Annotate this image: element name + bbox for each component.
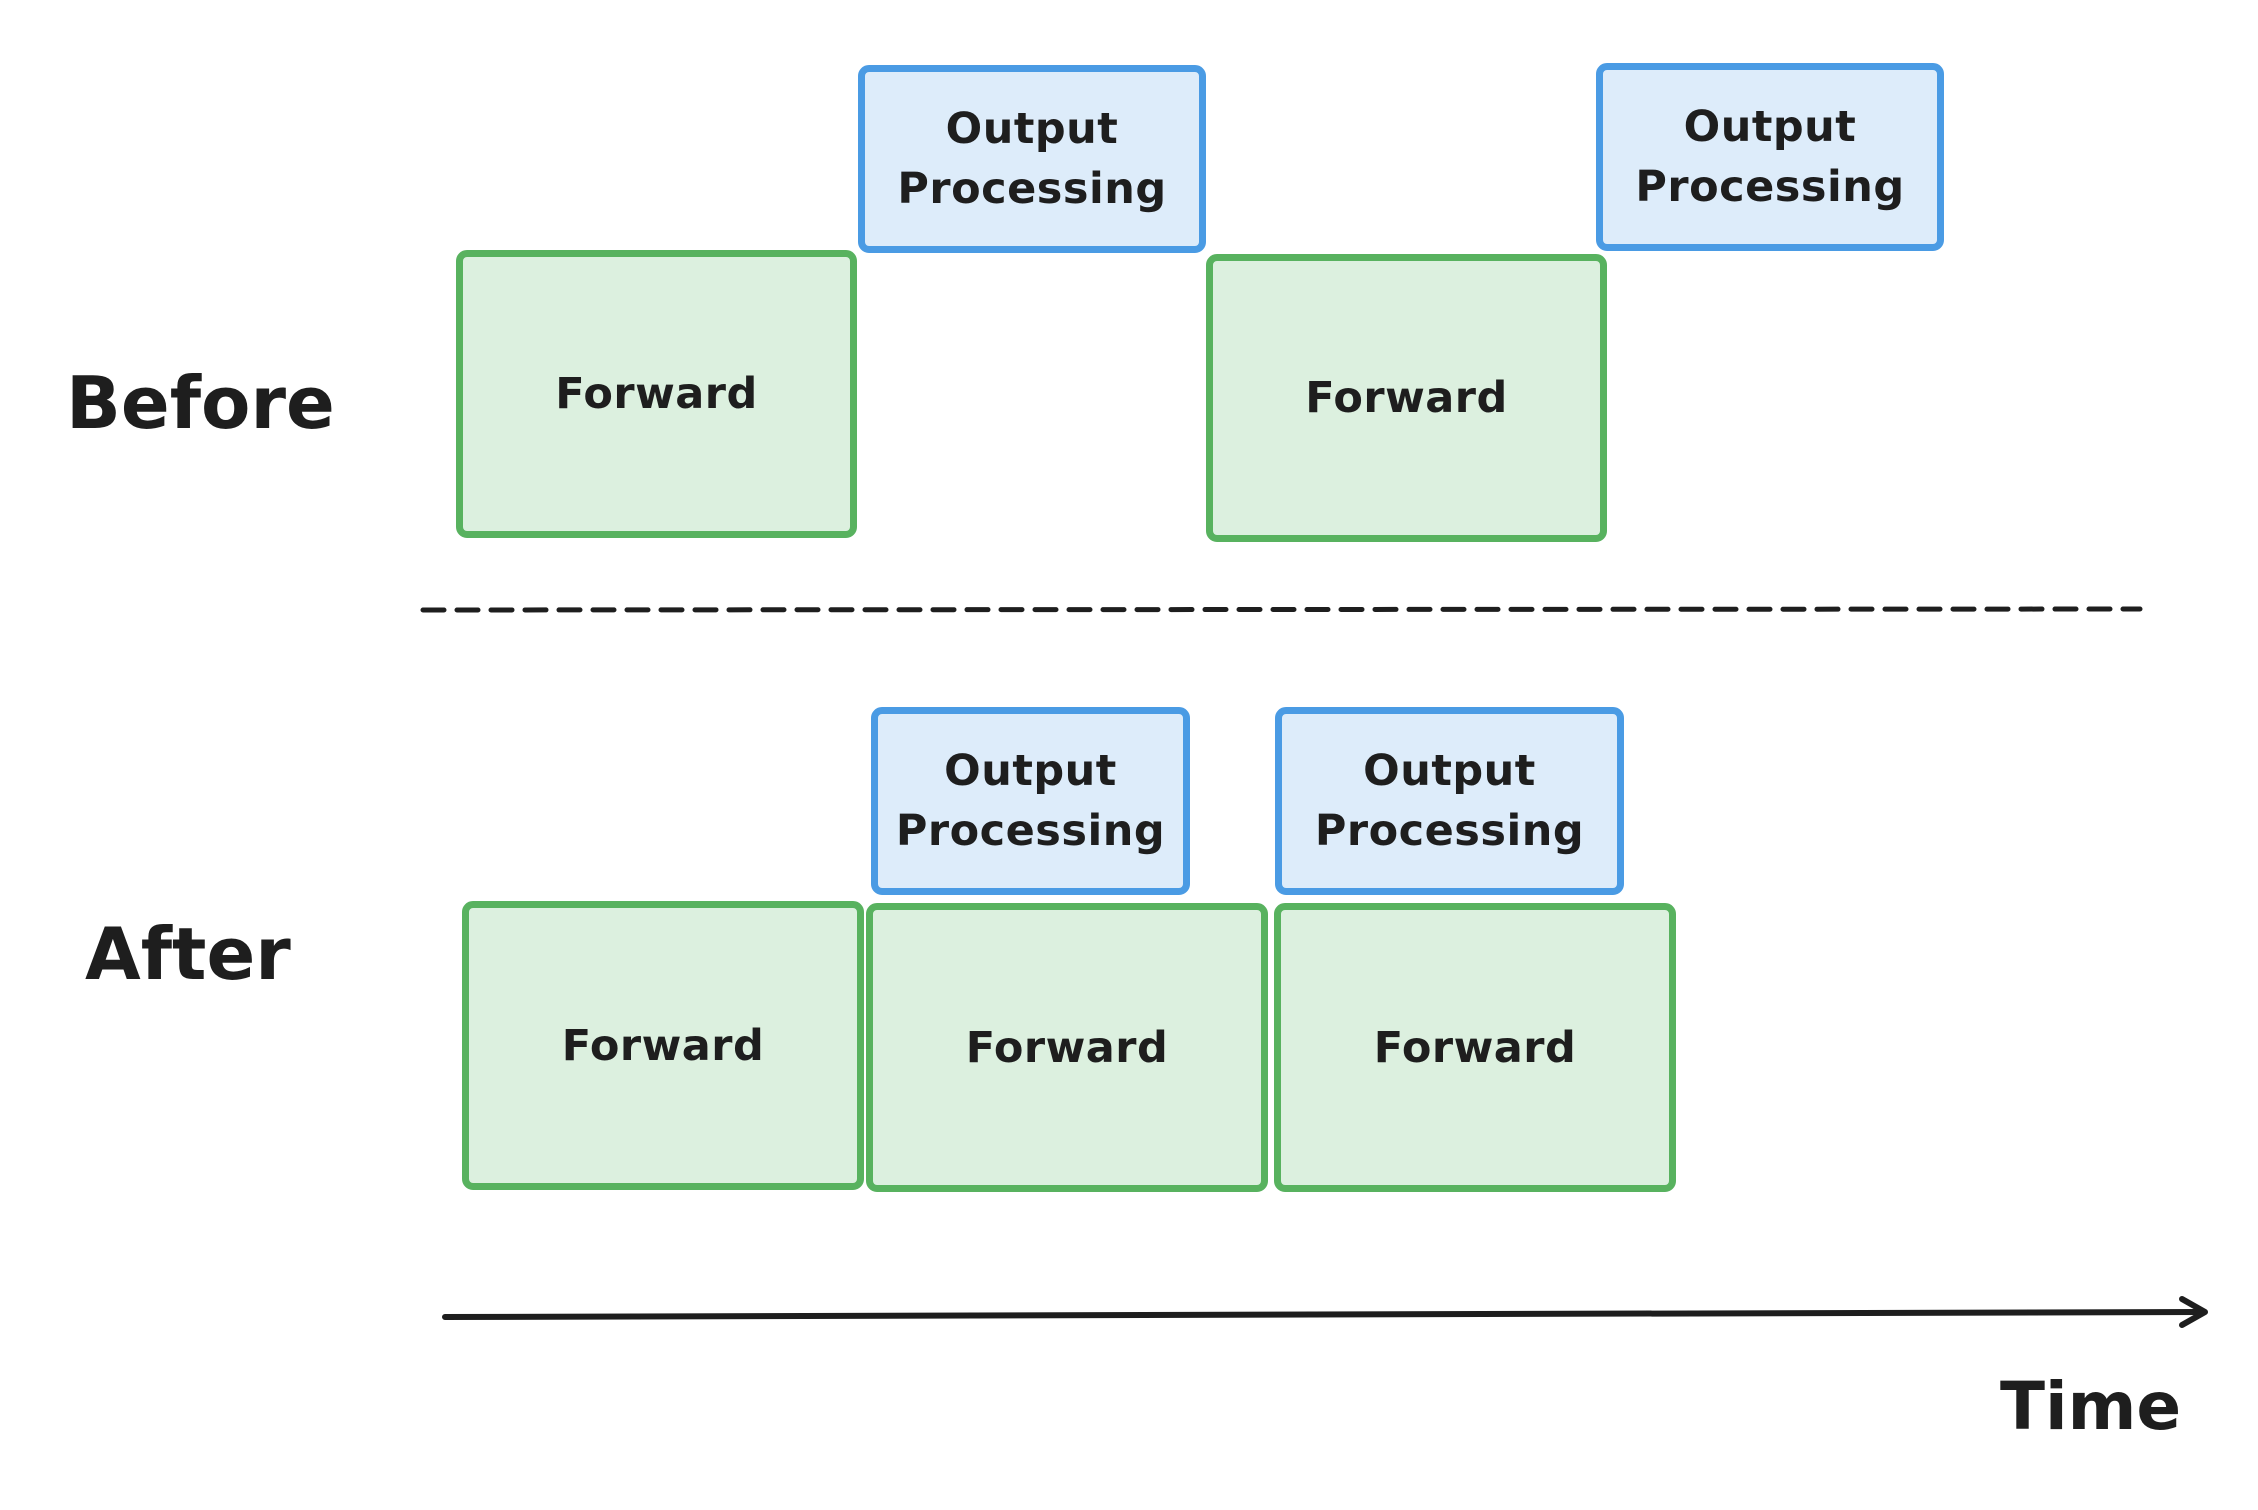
before-forward-1-label: Forward <box>555 369 758 419</box>
before-forward-2: Forward <box>1206 254 1607 542</box>
after-forward-1: Forward <box>462 901 864 1190</box>
after-row-label: After <box>85 912 291 996</box>
after-forward-1-label: Forward <box>561 1020 765 1071</box>
before-forward-1: Forward <box>456 250 857 538</box>
before-forward-2-label: Forward <box>1305 373 1508 423</box>
time-axis-label: Time <box>2000 1368 2182 1445</box>
before-row-label: Before <box>66 361 335 445</box>
time-axis-arrowhead <box>2179 1296 2208 1328</box>
after-forward-3: Forward <box>1274 903 1676 1192</box>
after-forward-2: Forward <box>866 903 1268 1192</box>
before-output-processing-2: Output Processing <box>1596 63 1944 251</box>
before-output-processing-1-label: Output Processing <box>897 104 1167 214</box>
time-axis-line <box>442 1309 2203 1320</box>
after-output-processing-2: Output Processing <box>1275 707 1624 895</box>
dashed-separator-line <box>420 606 2143 613</box>
after-forward-3-label: Forward <box>1373 1022 1577 1073</box>
after-output-processing-2-label: Output Processing <box>1314 746 1585 856</box>
after-output-processing-1-label: Output Processing <box>895 746 1166 856</box>
before-output-processing-1: Output Processing <box>858 65 1206 253</box>
before-output-processing-2-label: Output Processing <box>1635 102 1905 212</box>
after-output-processing-1: Output Processing <box>871 707 1190 895</box>
after-forward-2-label: Forward <box>965 1022 1169 1073</box>
